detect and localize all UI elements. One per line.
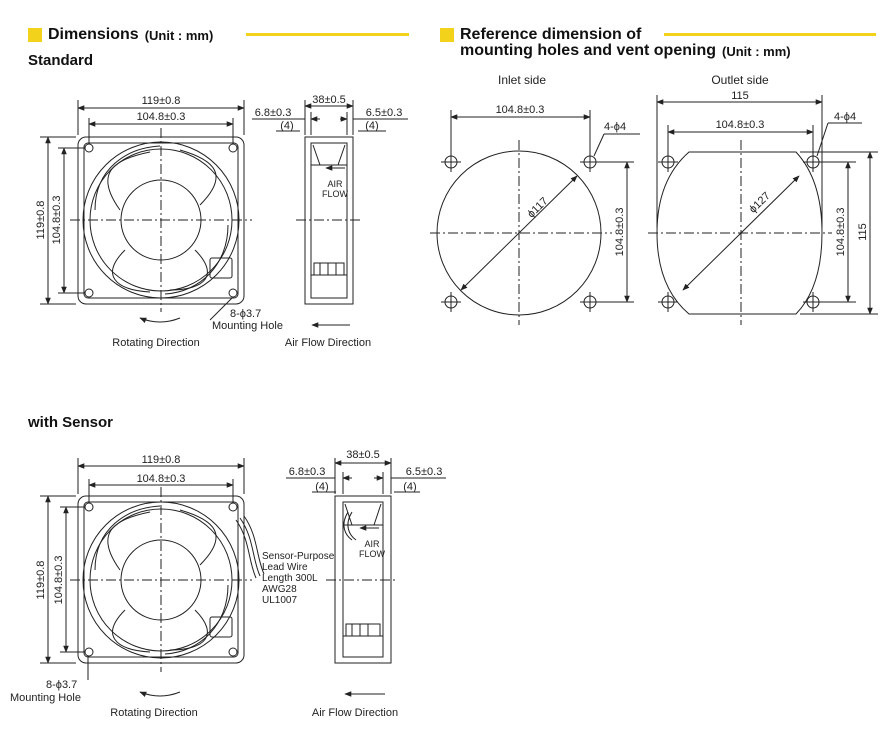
sensor-fan-side-view	[326, 495, 398, 664]
std-depth: 38±0.5	[312, 94, 346, 106]
outlet-hole-pitch: 104.8±0.3	[716, 119, 765, 131]
reference-unit: (Unit : mm)	[722, 43, 791, 59]
dimensions-header: Dimensions (Unit : mm)	[28, 26, 213, 44]
std-height-outer: 119±0.8	[35, 201, 47, 240]
std-right-paren: (4)	[365, 120, 378, 132]
sen-lead-line4: AWG28	[262, 584, 297, 595]
standard-fan-side-view	[296, 136, 360, 305]
inlet-holes: 4-ϕ4	[604, 121, 626, 133]
std-left-paren: (4)	[280, 120, 293, 132]
dimensions-title: Dimensions	[48, 26, 139, 43]
sen-height-inner: 104.8±0.3	[53, 556, 65, 605]
sen-lead-line1: Sensor-Purpose	[262, 551, 335, 562]
outlet-diameter: ϕ127	[747, 190, 773, 216]
standard-title: Standard	[28, 52, 94, 69]
reference-rule	[664, 33, 876, 36]
sen-lead-line5: UL1007	[262, 595, 297, 606]
reference-title-line2: mounting holes and vent opening	[460, 42, 716, 59]
inlet-vertical: 104.8±0.3	[614, 208, 626, 257]
std-air-flow-direction: Air Flow Direction	[285, 337, 371, 349]
sen-lead-line2: Lead Wire	[262, 562, 308, 573]
std-height-inner: 104.8±0.3	[51, 196, 63, 245]
std-flow-label: FLOW	[322, 189, 349, 199]
inlet-hole-pitch: 104.8±0.3	[496, 104, 545, 116]
sen-width-inner: 104.8±0.3	[137, 473, 186, 485]
outlet-holes: 4-ϕ4	[834, 111, 856, 123]
sen-air-flow-direction: Air Flow Direction	[312, 707, 398, 719]
outlet-width: 115	[731, 90, 749, 102]
sen-height-outer: 119±0.8	[35, 561, 47, 600]
standard-fan-front-view	[70, 128, 252, 312]
outlet-side-view	[648, 140, 832, 325]
std-rotating-direction: Rotating Direction	[112, 337, 199, 349]
reference-header-line2: mounting holes and vent opening (Unit : …	[460, 42, 791, 60]
outlet-vertical: 104.8±0.3	[835, 208, 847, 257]
reference-header: Reference dimension of	[440, 26, 641, 44]
sen-width-outer: 119±0.8	[142, 454, 181, 466]
sen-rotating-direction: Rotating Direction	[110, 707, 197, 719]
outlet-height: 115	[857, 223, 869, 241]
std-width-inner: 104.8±0.3	[137, 111, 186, 123]
reference-title-line1: Reference dimension of	[460, 26, 642, 43]
std-left-offset: 6.8±0.3	[255, 107, 292, 119]
header-marker	[28, 28, 42, 42]
sen-depth: 38±0.5	[346, 449, 380, 461]
std-right-offset: 6.5±0.3	[366, 107, 403, 119]
sensor-fan-front-view	[70, 487, 265, 672]
dimensions-rule	[246, 33, 409, 36]
std-air-label: AIR	[327, 179, 343, 189]
dimensions-unit: (Unit : mm)	[144, 27, 214, 43]
inlet-diameter: ϕ117	[525, 195, 550, 220]
std-width-outer: 119±0.8	[142, 95, 181, 107]
sen-left-paren: (4)	[315, 481, 328, 493]
inlet-title: Inlet side	[498, 73, 546, 87]
sen-mounting-hole: Mounting Hole	[10, 692, 81, 704]
std-mounting-hole: Mounting Hole	[212, 320, 283, 332]
header-marker	[440, 28, 454, 42]
sen-hole-spec: 8-ϕ3.7	[46, 679, 77, 691]
inlet-side-view	[430, 140, 612, 325]
sen-left-offset: 6.8±0.3	[289, 466, 326, 478]
with-sensor-title: with Sensor	[28, 414, 114, 431]
sen-right-offset: 6.5±0.3	[406, 466, 443, 478]
sen-air-label: AIR	[364, 539, 380, 549]
std-hole-spec: 8-ϕ3.7	[230, 308, 261, 320]
sen-lead-line3: Length 300L	[262, 573, 318, 584]
sen-flow-label: FLOW	[359, 549, 386, 559]
outlet-title: Outlet side	[711, 73, 769, 87]
sen-right-paren: (4)	[403, 481, 416, 493]
